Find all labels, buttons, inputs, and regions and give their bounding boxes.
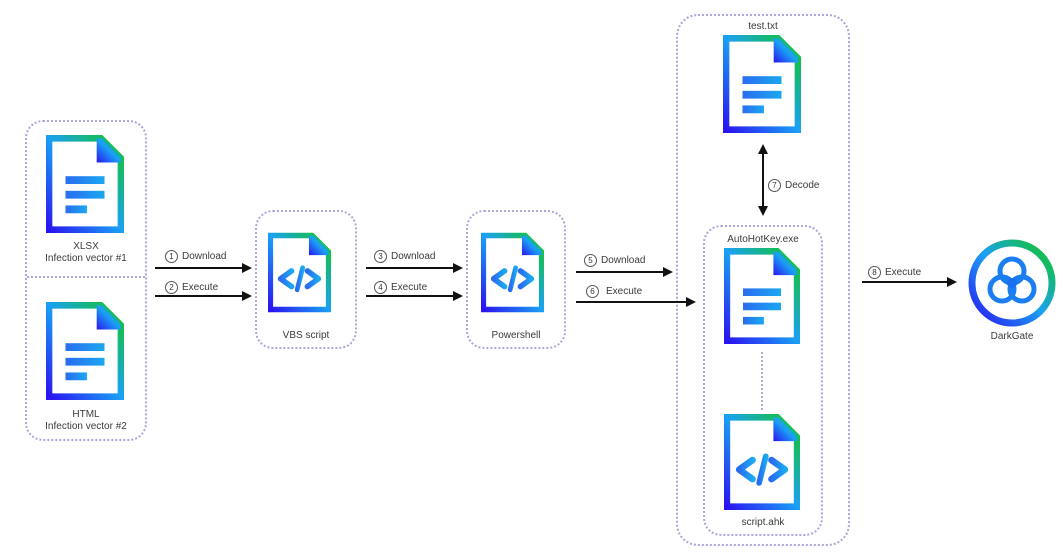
powershell-node — [466, 210, 566, 349]
autohotkey-label: AutoHotKey.exe — [727, 234, 799, 245]
infection-vectors-group — [25, 120, 147, 441]
xlsx-subtitle: Infection vector #1 — [45, 253, 127, 264]
html-subtitle: Infection vector #2 — [45, 421, 127, 432]
biohazard-icon — [968, 239, 1056, 327]
html-title: HTML — [72, 409, 100, 420]
payload-group — [676, 14, 850, 546]
group-divider — [27, 276, 145, 278]
autohotkey-group — [703, 225, 823, 536]
powershell-label: Powershell — [491, 330, 541, 341]
scriptahk-label: script.ahk — [741, 517, 785, 528]
darkgate-label: DarkGate — [990, 331, 1034, 342]
vbs-script-node — [255, 210, 357, 349]
testtxt-label: test.txt — [748, 21, 778, 32]
xlsx-title: XLSX — [73, 241, 99, 252]
connector-line — [761, 352, 763, 410]
vbs-label: VBS script — [282, 330, 330, 341]
